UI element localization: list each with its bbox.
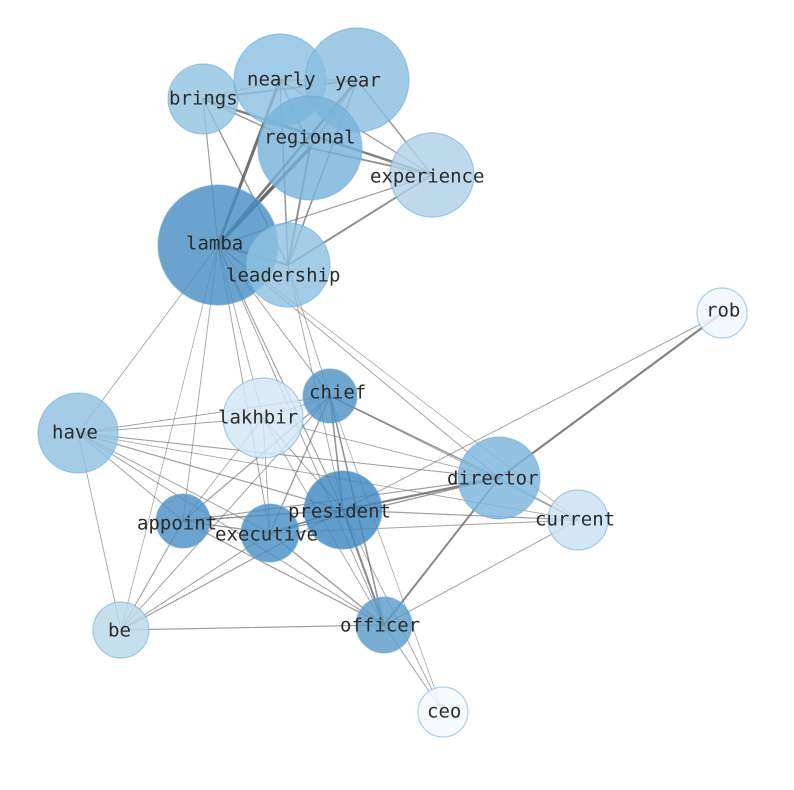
graph-edge xyxy=(77,432,385,626)
graph-node-director[interactable] xyxy=(457,436,541,520)
graph-node-label-leadership: leadership xyxy=(226,265,340,287)
graph-node-have[interactable] xyxy=(37,392,119,474)
graph-node-appoint[interactable] xyxy=(155,493,211,549)
graph-edge xyxy=(383,519,579,626)
graph-node-label-chief: chief xyxy=(309,382,366,404)
graph-node-label-lakhbir: lakhbir xyxy=(218,407,298,429)
graph-node-rob[interactable] xyxy=(696,287,748,339)
graph-node-be[interactable] xyxy=(92,601,150,659)
graph-node-experience[interactable] xyxy=(389,132,475,218)
graph-node-label-nearly: nearly xyxy=(247,69,316,91)
graph-node-label-brings: brings xyxy=(169,88,238,110)
graph-node-label-director: director xyxy=(447,468,539,490)
graph-node-label-lamba: lamba xyxy=(186,233,243,255)
graph-node-label-rob: rob xyxy=(706,300,740,322)
graph-node-label-president: president xyxy=(288,501,391,523)
graph-node-label-current: current xyxy=(535,509,615,531)
graph-node-leadership[interactable] xyxy=(245,222,331,308)
graph-edge xyxy=(217,244,385,626)
graph-node-lakhbir[interactable] xyxy=(222,377,304,459)
graph-edge xyxy=(329,395,579,521)
graph-node-label-be: be xyxy=(108,620,131,642)
graph-edge xyxy=(77,432,344,511)
graph-edge xyxy=(120,532,271,631)
graph-edge xyxy=(182,395,331,522)
graph-node-executive[interactable] xyxy=(240,503,300,563)
graph-node-label-ceo: ceo xyxy=(427,701,461,723)
graph-node-label-appoint: appoint xyxy=(137,513,217,535)
graph-node-label-officer: officer xyxy=(340,615,420,637)
graph-edge xyxy=(497,311,724,480)
graph-node-ceo[interactable] xyxy=(417,686,469,738)
graph-edge xyxy=(342,312,723,511)
graph-node-regional[interactable] xyxy=(257,95,363,201)
graph-edge xyxy=(182,520,385,626)
graph-edge xyxy=(120,624,385,631)
graph-node-label-have: have xyxy=(52,422,98,444)
graph-node-label-executive: executive xyxy=(215,524,318,546)
graph-edge xyxy=(329,395,444,713)
graph-node-president[interactable] xyxy=(303,470,383,550)
graph-node-label-year: year xyxy=(335,70,381,92)
graph-node-current[interactable] xyxy=(547,489,609,551)
graph-edge xyxy=(120,244,219,631)
labels-group: brings nearly year regional experience lamba l… xyxy=(52,69,740,723)
graph-node-label-regional: regional xyxy=(264,127,356,149)
graph-node-label-experience: experience xyxy=(370,166,484,188)
graph-node-chief[interactable] xyxy=(302,368,358,424)
graph-node-officer[interactable] xyxy=(355,596,413,654)
graph-edge xyxy=(120,509,344,631)
nodes-group xyxy=(37,27,748,738)
graph-edge xyxy=(77,432,500,479)
